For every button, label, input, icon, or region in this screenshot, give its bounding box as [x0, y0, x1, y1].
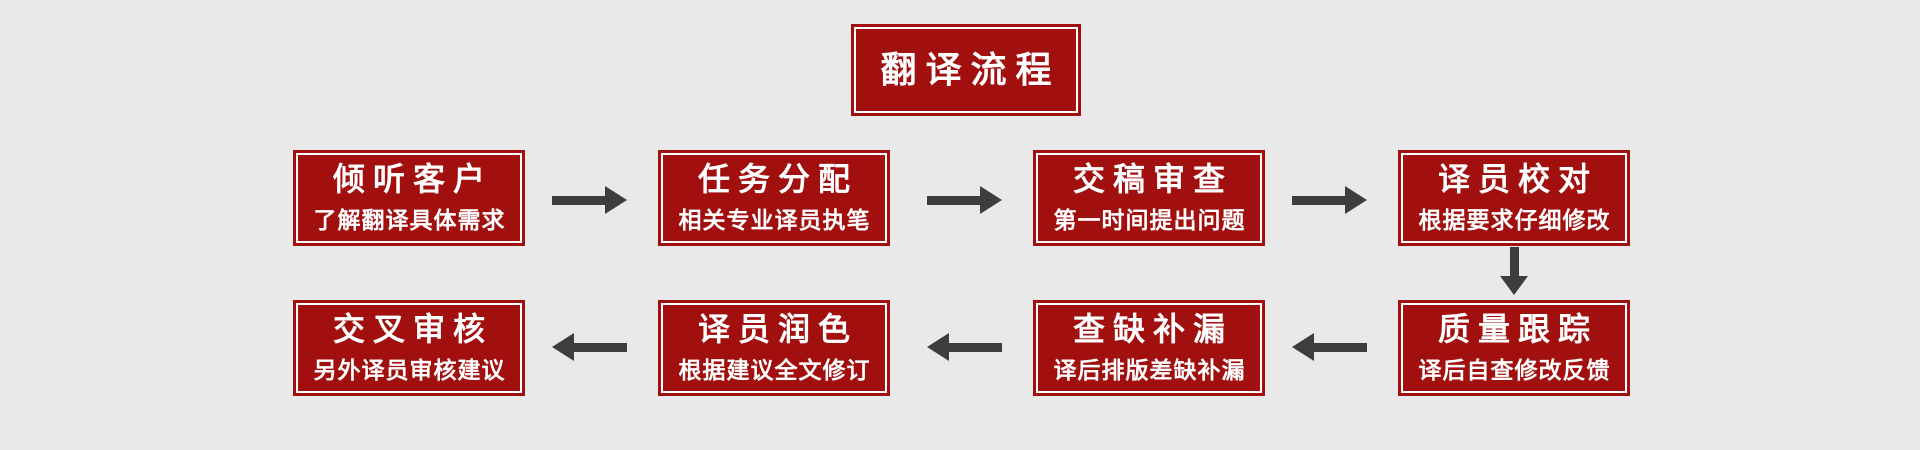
- node-frame: 译员校对 根据要求仔细修改: [1401, 153, 1627, 243]
- flowchart-title-frame: 翻译流程: [854, 27, 1078, 113]
- flow-step-quality-tracking: 质量跟踪 译后自查修改反馈: [1398, 300, 1630, 396]
- flow-step-gap-check: 查缺补漏 译后排版差缺补漏: [1033, 300, 1265, 396]
- step-title: 倾听客户: [332, 161, 493, 198]
- flow-step-submission-review: 交稿审查 第一时间提出问题: [1033, 150, 1265, 246]
- step-subtitle: 根据建议全文修订: [678, 356, 871, 383]
- arrow-right-icon: [980, 186, 1002, 214]
- arrow-left-step7-to-step8: [552, 333, 627, 361]
- arrow-shaft: [574, 342, 627, 352]
- arrow-left-icon: [1292, 333, 1314, 361]
- step-title: 交叉审核: [332, 311, 493, 348]
- arrow-shaft: [1314, 342, 1367, 352]
- node-frame: 交叉审核 另外译员审核建议: [296, 303, 522, 393]
- arrow-down-step4-to-step5: [1500, 247, 1528, 295]
- flow-step-translator-proofreading: 译员校对 根据要求仔细修改: [1398, 150, 1630, 246]
- step-title: 质量跟踪: [1437, 311, 1598, 348]
- step-title: 任务分配: [697, 161, 858, 198]
- arrow-left-step5-to-step6: [1292, 333, 1367, 361]
- step-title: 译员润色: [697, 311, 858, 348]
- flow-step-listen-customer: 倾听客户 了解翻译具体需求: [293, 150, 525, 246]
- step-title: 交稿审查: [1072, 161, 1233, 198]
- node-frame: 查缺补漏 译后排版差缺补漏: [1036, 303, 1262, 393]
- step-subtitle: 相关专业译员执笔: [678, 206, 871, 233]
- arrow-down-icon: [1500, 276, 1528, 295]
- node-frame: 倾听客户 了解翻译具体需求: [296, 153, 522, 243]
- arrow-right-step3-to-step4: [1292, 186, 1367, 214]
- step-subtitle: 了解翻译具体需求: [313, 206, 506, 233]
- arrow-shaft: [552, 195, 605, 205]
- flow-step-translator-polishing: 译员润色 根据建议全文修订: [658, 300, 890, 396]
- flow-step-task-assignment: 任务分配 相关专业译员执笔: [658, 150, 890, 246]
- arrow-shaft: [927, 195, 980, 205]
- node-frame: 质量跟踪 译后自查修改反馈: [1401, 303, 1627, 393]
- arrow-left-step6-to-step7: [927, 333, 1002, 361]
- step-subtitle: 译后自查修改反馈: [1418, 356, 1611, 383]
- flowchart-title-box: 翻译流程: [851, 24, 1081, 116]
- arrow-shaft: [1292, 195, 1345, 205]
- step-subtitle: 根据要求仔细修改: [1418, 206, 1611, 233]
- arrow-right-step2-to-step3: [927, 186, 1002, 214]
- arrow-left-icon: [927, 333, 949, 361]
- step-title: 查缺补漏: [1072, 311, 1233, 348]
- step-subtitle: 另外译员审核建议: [313, 356, 506, 383]
- arrow-shaft: [1509, 247, 1519, 276]
- arrow-right-icon: [1345, 186, 1367, 214]
- arrow-left-icon: [552, 333, 574, 361]
- node-frame: 交稿审查 第一时间提出问题: [1036, 153, 1262, 243]
- arrow-right-step1-to-step2: [552, 186, 627, 214]
- arrow-right-icon: [605, 186, 627, 214]
- step-subtitle: 译后排版差缺补漏: [1053, 356, 1246, 383]
- node-frame: 任务分配 相关专业译员执笔: [661, 153, 887, 243]
- step-title: 译员校对: [1437, 161, 1598, 198]
- node-frame: 译员润色 根据建议全文修订: [661, 303, 887, 393]
- flowchart-title: 翻译流程: [880, 49, 1061, 91]
- arrow-shaft: [949, 342, 1002, 352]
- step-subtitle: 第一时间提出问题: [1053, 206, 1246, 233]
- flow-step-cross-review: 交叉审核 另外译员审核建议: [293, 300, 525, 396]
